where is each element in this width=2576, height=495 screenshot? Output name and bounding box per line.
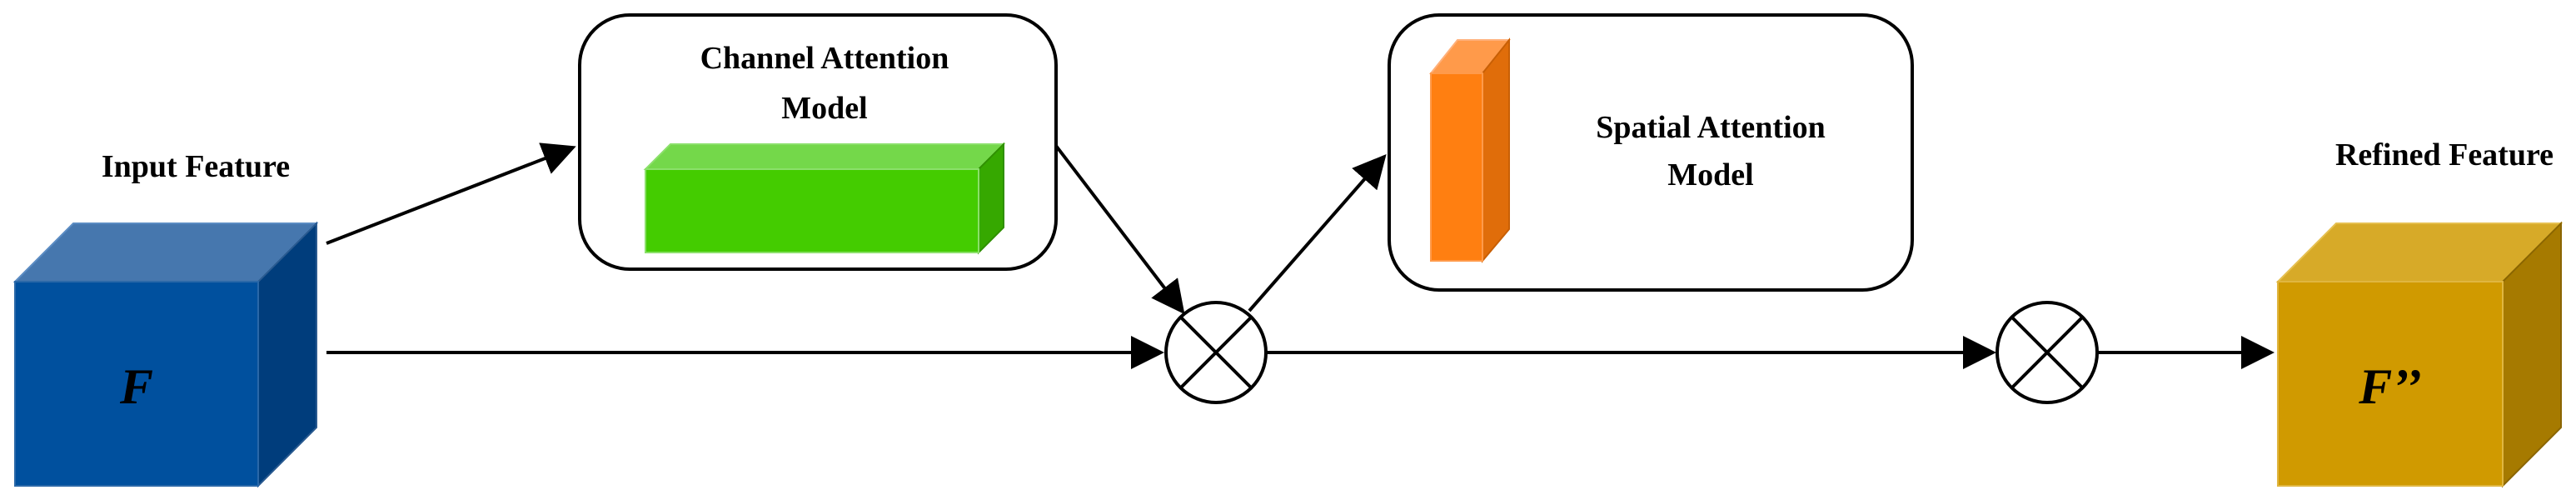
input-symbol: F bbox=[119, 359, 153, 414]
spatial-bar-side bbox=[1482, 38, 1510, 263]
refined-feature-cube bbox=[2275, 221, 2564, 488]
input-cube-front bbox=[14, 281, 259, 487]
multiply-operator-1 bbox=[1164, 301, 1268, 404]
input-feature-cube bbox=[12, 221, 319, 488]
channel-attention-bar bbox=[643, 142, 1006, 255]
channel-bar-front bbox=[645, 168, 979, 253]
output-symbol: F’’ bbox=[2358, 359, 2422, 414]
spatial-attention-title-line1: Spatial Attention bbox=[1596, 110, 1826, 145]
spatial-attention-bar bbox=[1428, 38, 1512, 263]
spatial-bar-front bbox=[1430, 72, 1483, 262]
channel-attention-title-line2: Model bbox=[781, 91, 867, 126]
arrow-multiply-1-to-spatial bbox=[1248, 153, 1387, 312]
refined-feature-label: Refined Feature bbox=[2335, 138, 2554, 172]
output-cube-front bbox=[2277, 281, 2504, 487]
spatial-attention-box bbox=[1388, 13, 1914, 292]
channel-bar-top bbox=[643, 143, 1006, 170]
input-feature-label: Input Feature bbox=[102, 149, 290, 184]
arrow-channel-to-multiply-1 bbox=[1054, 144, 1185, 315]
spatial-attention-title-line2: Model bbox=[1667, 158, 1753, 192]
arrow-input-to-channel bbox=[326, 142, 576, 245]
channel-attention-title-line1: Channel Attention bbox=[700, 41, 949, 76]
flow-arrows bbox=[326, 142, 2275, 369]
multiply-operator-2 bbox=[1996, 301, 2099, 404]
